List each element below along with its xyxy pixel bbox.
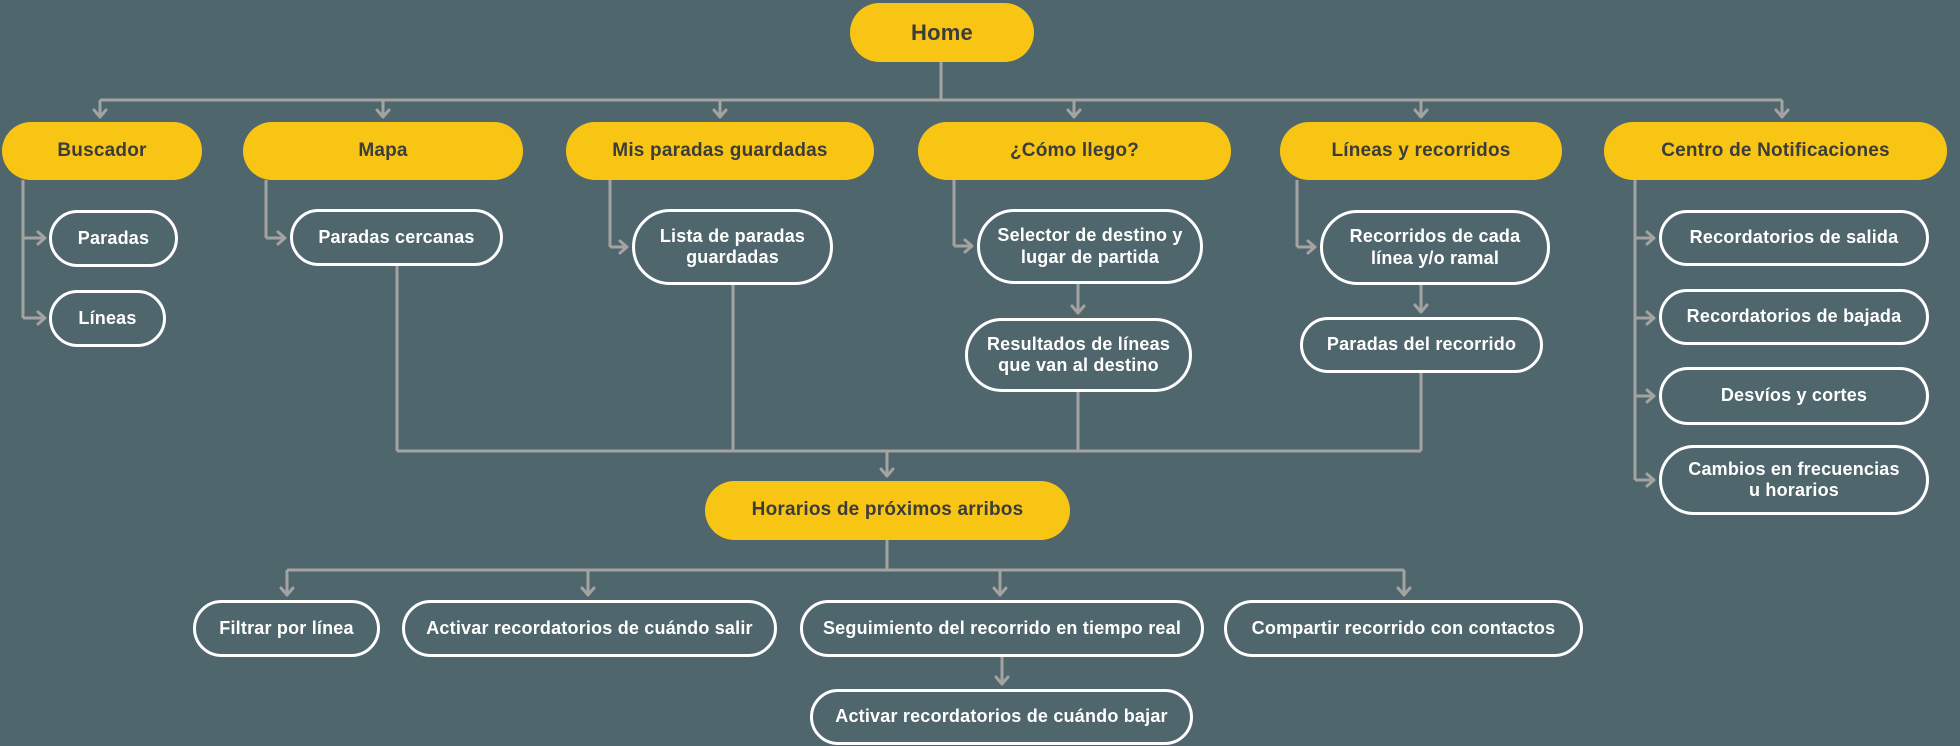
node-recorridos-cada-linea: Recorridos de cada línea y/o ramal (1320, 210, 1550, 285)
node-paradas: Paradas (49, 210, 178, 267)
node-home: Home (850, 3, 1034, 62)
node-home-label: Home (911, 19, 973, 45)
node-paradas-del-recorrido-label: Paradas del recorrido (1326, 334, 1517, 355)
node-recordatorios-salida-label: Recordatorios de salida (1689, 227, 1899, 248)
node-buscador: Buscador (2, 122, 202, 180)
node-seguimiento-tiempo-real: Seguimiento del recorrido en tiempo real (800, 600, 1204, 657)
node-recorridos-cada-linea-label: Recorridos de cada línea y/o ramal (1349, 226, 1521, 268)
node-activar-recordatorios-salir-label: Activar recordatorios de cuándo salir (426, 617, 753, 638)
node-compartir-recorrido-label: Compartir recorrido con contactos (1251, 617, 1556, 638)
node-centro-notificaciones-label: Centro de Notificaciones (1661, 139, 1890, 161)
node-mapa-label: Mapa (358, 139, 408, 161)
node-cambios-frecuencias: Cambios en frecuencias u horarios (1659, 445, 1929, 515)
node-lineas-y-recorridos-label: Líneas y recorridos (1331, 139, 1511, 161)
node-activar-recordatorios-bajar-label: Activar recordatorios de cuándo bajar (835, 706, 1168, 727)
node-centro-notificaciones: Centro de Notificaciones (1604, 122, 1947, 180)
node-paradas-cercanas: Paradas cercanas (290, 209, 503, 266)
node-cambios-frecuencias-label: Cambios en frecuencias u horarios (1688, 458, 1900, 500)
node-recordatorios-bajada-label: Recordatorios de bajada (1686, 306, 1902, 327)
node-lineas-label: Líneas (78, 307, 137, 328)
node-activar-recordatorios-salir: Activar recordatorios de cuándo salir (402, 600, 777, 657)
node-horarios-proximos-arribos: Horarios de próximos arribos (705, 481, 1070, 540)
node-selector-destino: Selector de destino y lugar de partida (977, 209, 1203, 284)
node-paradas-label: Paradas (77, 227, 150, 248)
node-horarios-proximos-arribos-label: Horarios de próximos arribos (751, 499, 1024, 521)
node-mis-paradas-guardadas: Mis paradas guardadas (566, 122, 874, 180)
node-desvios-cortes-label: Desvíos y cortes (1720, 385, 1868, 406)
node-resultados-lineas: Resultados de líneas que van al destino (965, 318, 1192, 392)
node-mapa: Mapa (243, 122, 523, 180)
node-como-llego: ¿Cómo llego? (918, 122, 1231, 180)
node-lista-paradas-guardadas-label: Lista de paradas guardadas (659, 225, 806, 267)
node-lista-paradas-guardadas: Lista de paradas guardadas (632, 209, 833, 285)
node-seguimiento-tiempo-real-label: Seguimiento del recorrido en tiempo real (822, 617, 1182, 638)
node-compartir-recorrido: Compartir recorrido con contactos (1224, 600, 1583, 657)
node-como-llego-label: ¿Cómo llego? (1009, 139, 1140, 161)
node-lineas: Líneas (49, 290, 166, 347)
node-mis-paradas-guardadas-label: Mis paradas guardadas (612, 139, 828, 161)
node-activar-recordatorios-bajar: Activar recordatorios de cuándo bajar (810, 689, 1193, 745)
node-recordatorios-salida: Recordatorios de salida (1659, 210, 1929, 266)
node-selector-destino-label: Selector de destino y lugar de partida (997, 225, 1183, 267)
node-paradas-cercanas-label: Paradas cercanas (318, 226, 475, 247)
node-lineas-y-recorridos: Líneas y recorridos (1280, 122, 1562, 180)
node-buscador-label: Buscador (57, 139, 147, 161)
node-recordatorios-bajada: Recordatorios de bajada (1659, 289, 1929, 345)
node-resultados-lineas-label: Resultados de líneas que van al destino (986, 333, 1171, 375)
node-filtrar-por-linea: Filtrar por línea (193, 600, 380, 657)
node-desvios-cortes: Desvíos y cortes (1659, 367, 1929, 425)
node-paradas-del-recorrido: Paradas del recorrido (1300, 317, 1543, 373)
node-filtrar-por-linea-label: Filtrar por línea (219, 617, 354, 638)
